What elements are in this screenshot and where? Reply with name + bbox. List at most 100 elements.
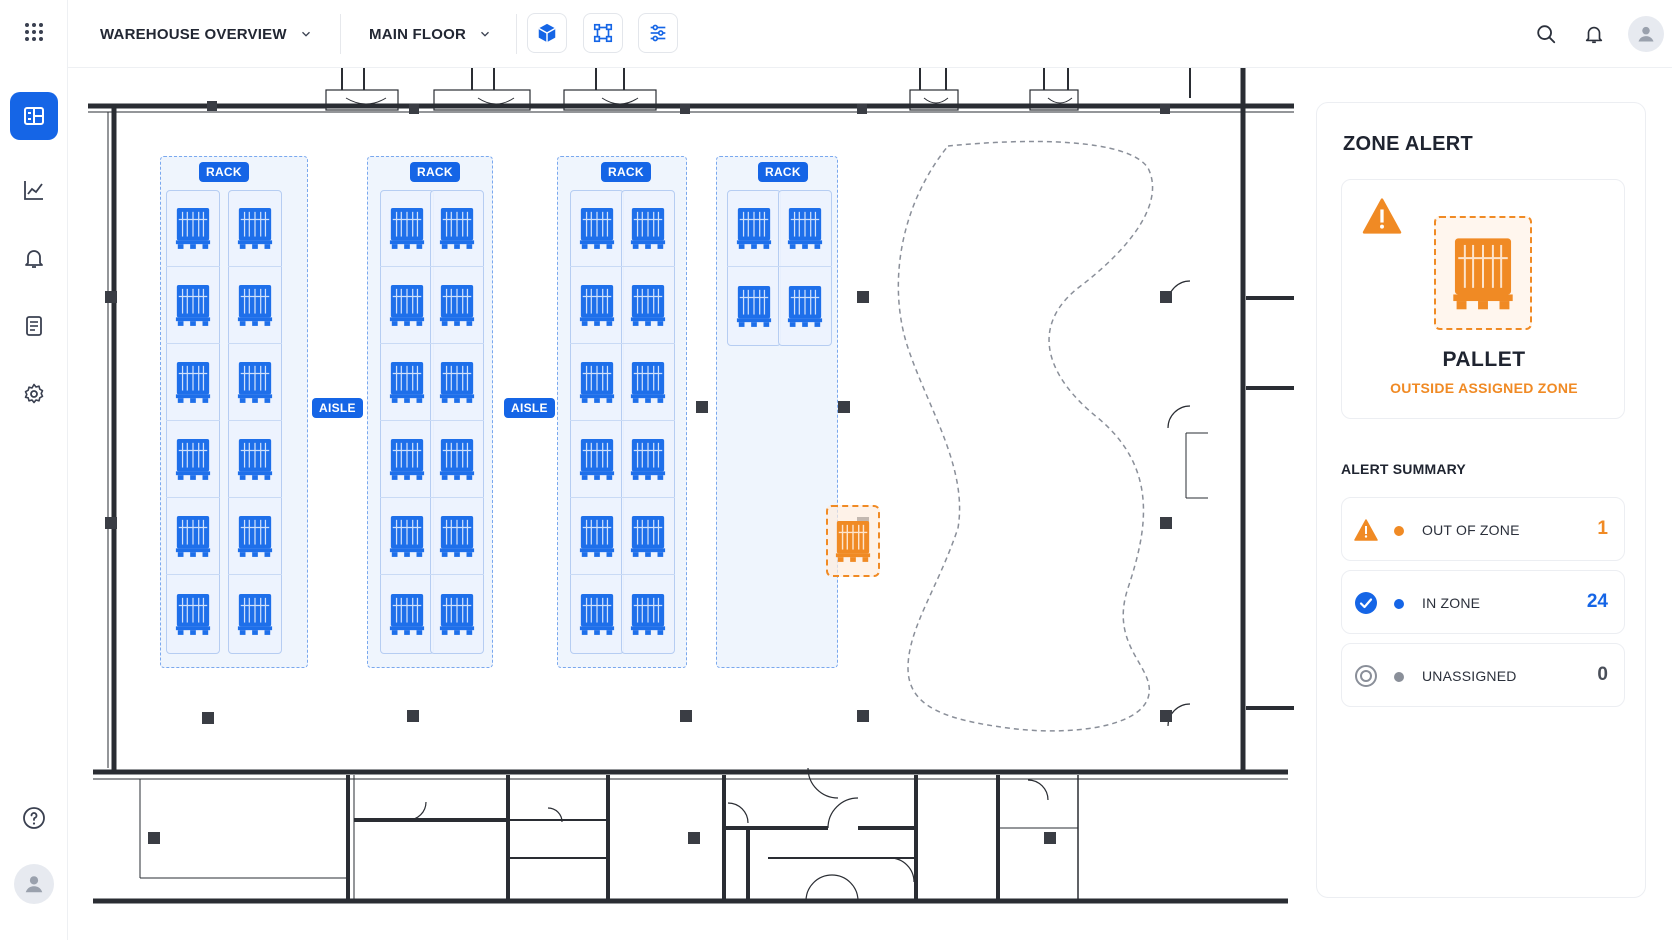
pallet-icon [579, 516, 615, 557]
search-button[interactable] [1530, 18, 1562, 50]
pallet-slot[interactable] [430, 344, 484, 421]
floor-map[interactable]: RACK RACK RACK RACK AISLE AISLE [68, 68, 1294, 940]
pallet-slot[interactable] [570, 190, 624, 267]
pallet-slot[interactable] [778, 267, 832, 344]
pallet-slot[interactable] [166, 421, 220, 498]
pallet-slot[interactable] [166, 498, 220, 575]
warning-icon [1354, 519, 1378, 541]
pallet-slot[interactable] [380, 421, 434, 498]
sidebar-item-floorplan[interactable] [10, 92, 58, 140]
pallet-icon [237, 439, 273, 480]
pallet-slot[interactable] [380, 267, 434, 344]
pallet-icon [237, 593, 273, 635]
rack-column [166, 190, 220, 654]
pallet-slot[interactable] [430, 190, 484, 267]
3d-view-button[interactable] [527, 13, 567, 53]
pallet-icon [237, 285, 273, 326]
pallet-slot[interactable] [727, 190, 781, 267]
pallet-slot[interactable] [166, 344, 220, 421]
help-button[interactable] [10, 794, 58, 842]
filters-button[interactable] [638, 13, 678, 53]
view-select[interactable]: WAREHOUSE OVERVIEW [100, 16, 313, 52]
pallet-slot[interactable] [727, 267, 781, 344]
rack-column [430, 190, 484, 654]
out-of-zone-pallet[interactable] [826, 505, 880, 577]
pallet-slot[interactable] [228, 498, 282, 575]
aisle-tag: AISLE [312, 398, 363, 418]
pallet-icon [175, 208, 211, 249]
pallet-slot[interactable] [228, 190, 282, 267]
rack-tag: RACK [410, 162, 460, 182]
pallet-slot[interactable] [430, 267, 484, 344]
pallet-slot[interactable] [380, 344, 434, 421]
chevron-down-icon [301, 31, 310, 37]
pallet-icon [630, 285, 666, 326]
rack-column [228, 190, 282, 654]
summary-row-unassigned[interactable]: UNASSIGNED 0 [1341, 643, 1625, 707]
pallet-slot[interactable] [570, 575, 624, 652]
pallet-slot[interactable] [621, 267, 675, 344]
pallet-icon [439, 285, 475, 326]
pallet-icon [835, 521, 871, 562]
pallet-icon [630, 516, 666, 557]
top-bar: WAREHOUSE OVERVIEW MAIN FLOOR [68, 0, 1672, 68]
pallet-slot[interactable] [228, 344, 282, 421]
apps-grid-icon [25, 23, 43, 41]
pallet-icon [237, 362, 273, 403]
status-dot [1394, 599, 1404, 609]
pallet-slot[interactable] [166, 575, 220, 652]
pallet-slot[interactable] [228, 421, 282, 498]
sidebar-item-reports[interactable] [10, 302, 58, 350]
select-area-button[interactable] [583, 13, 623, 53]
pallet-slot[interactable] [166, 267, 220, 344]
pallet-slot[interactable] [570, 267, 624, 344]
pallet-slot[interactable] [228, 267, 282, 344]
pallet-slot[interactable] [430, 575, 484, 652]
pallet-slot[interactable] [621, 190, 675, 267]
pallet-slot[interactable] [570, 421, 624, 498]
pallet-icon [579, 439, 615, 480]
pallet-slot[interactable] [228, 575, 282, 652]
pallet-icon [237, 208, 273, 249]
summary-row-out-of-zone[interactable]: OUT OF ZONE 1 [1341, 497, 1625, 561]
pallet-slot[interactable] [570, 498, 624, 575]
sidebar-item-analytics[interactable] [10, 166, 58, 214]
chevron-down-icon [481, 31, 489, 37]
summary-row-in-zone[interactable]: IN ZONE 24 [1341, 570, 1625, 634]
pallet-icon [736, 285, 772, 327]
document-icon [26, 316, 42, 336]
pallet-slot[interactable] [430, 498, 484, 575]
rack-column [621, 190, 675, 654]
pallet-slot[interactable] [778, 190, 832, 267]
pallet-icon [579, 285, 615, 326]
pallet-slot[interactable] [380, 498, 434, 575]
sidebar-item-alerts[interactable] [10, 234, 58, 282]
pallet-slot[interactable] [430, 421, 484, 498]
notifications-button[interactable] [1578, 18, 1610, 50]
pallet-slot[interactable] [621, 421, 675, 498]
pallet-slot[interactable] [166, 190, 220, 267]
pallet-slot[interactable] [621, 344, 675, 421]
apps-grid-button[interactable] [10, 8, 58, 56]
sidebar-avatar[interactable] [14, 864, 54, 904]
alert-card[interactable]: PALLET OUTSIDE ASSIGNED ZONE [1341, 179, 1625, 419]
user-avatar[interactable] [1628, 16, 1664, 52]
pallet-icon [1453, 238, 1513, 310]
pallet-icon [389, 208, 425, 249]
pallet-slot[interactable] [621, 498, 675, 575]
bell-icon [25, 250, 43, 268]
sidebar-item-settings[interactable] [10, 370, 58, 418]
rack-tag: RACK [601, 162, 651, 182]
user-icon [1638, 26, 1654, 42]
pallet-icon [175, 285, 211, 326]
pallet-icon [439, 439, 475, 480]
floor-select[interactable]: MAIN FLOOR [369, 16, 492, 52]
pallet-slot[interactable] [621, 575, 675, 652]
pallet-slot[interactable] [570, 344, 624, 421]
summary-value: 1 [1597, 518, 1608, 539]
pallet-slot[interactable] [380, 190, 434, 267]
pallet-slot[interactable] [380, 575, 434, 652]
floor-select-label: MAIN FLOOR [369, 25, 466, 43]
pallet-icon [787, 285, 823, 327]
line-chart-icon [24, 181, 43, 200]
